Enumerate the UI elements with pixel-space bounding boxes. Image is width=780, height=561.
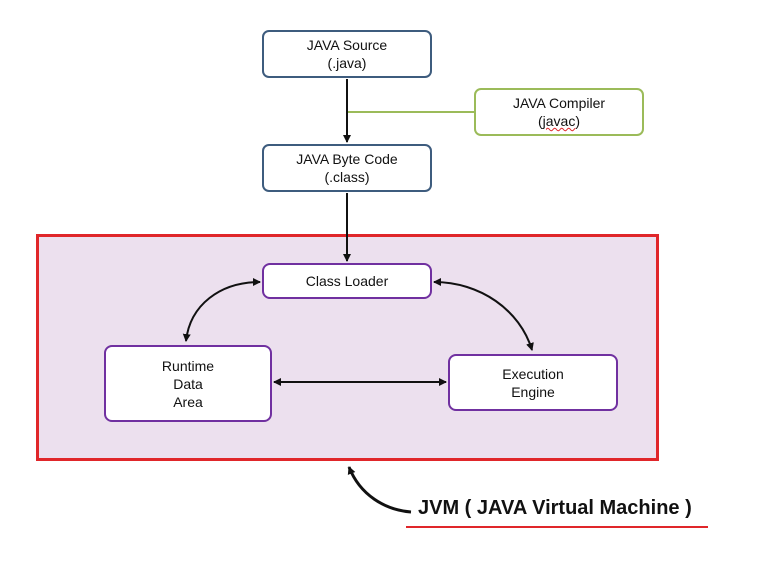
classloader-runtime-arrow: [182, 278, 261, 342]
java-source-title: JAVA Source: [306, 37, 388, 53]
java-compiler-tool: (javac): [537, 113, 581, 129]
java-source-ext: (.java): [327, 55, 367, 71]
jvm-label: JVM ( JAVA Virtual Machine ): [418, 497, 692, 519]
java-compiler-box: JAVA Compiler (javac): [474, 88, 644, 136]
byte-code-box: JAVA Byte Code (.class): [262, 144, 432, 192]
runtime-line1: Runtime: [161, 357, 215, 374]
execution-engine-box: Execution Engine: [448, 354, 618, 411]
byte-code-title: JAVA Byte Code: [296, 151, 398, 167]
runtime-data-area-box: Runtime Data Area: [104, 345, 272, 422]
jvm-pointer-arrow: [347, 466, 412, 514]
byte-code-ext: (.class): [324, 169, 370, 185]
java-source-box: JAVA Source (.java): [262, 30, 432, 78]
execution-line2: Engine: [511, 383, 555, 400]
runtime-line2: Data: [173, 375, 203, 392]
class-loader-label: Class Loader: [305, 273, 389, 289]
javac-word: javac: [542, 113, 576, 129]
runtime-line3: Area: [173, 393, 203, 410]
class-loader-box: Class Loader: [262, 263, 432, 299]
classloader-execution-arrow: [433, 278, 534, 351]
execution-line1: Execution: [502, 365, 564, 382]
java-compiler-title: JAVA Compiler: [512, 95, 606, 111]
jvm-label-underline: [406, 526, 708, 528]
